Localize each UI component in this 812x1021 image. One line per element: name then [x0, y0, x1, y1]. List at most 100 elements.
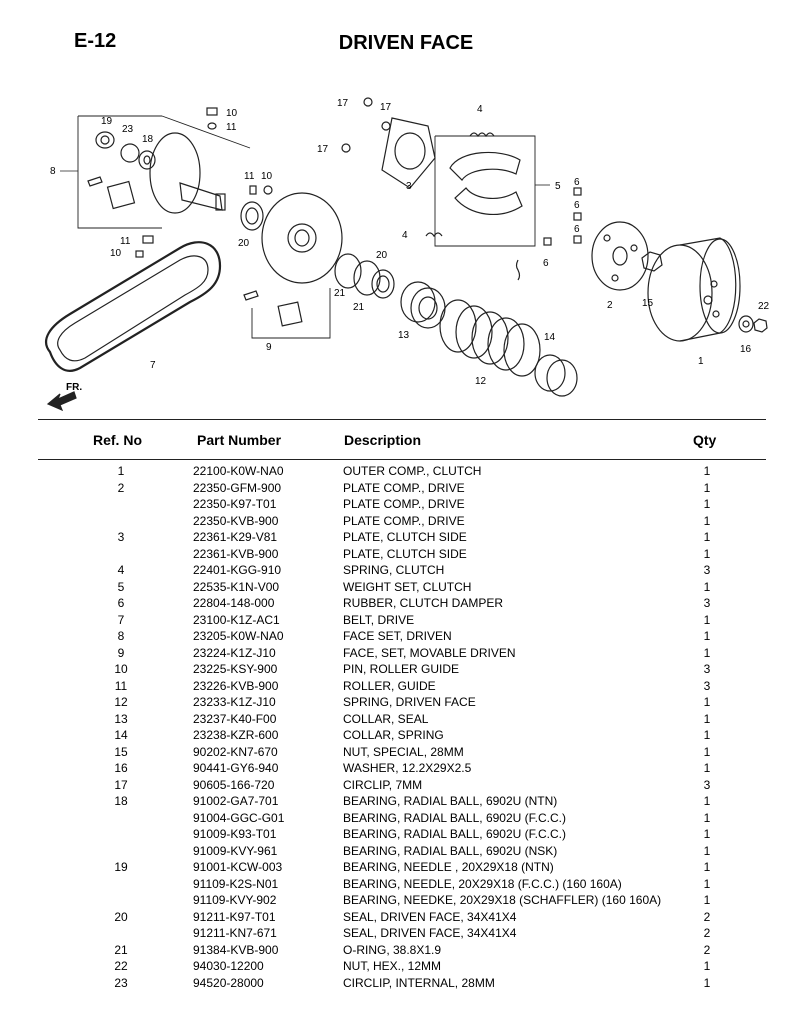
qty-cell: 3 [703, 662, 711, 676]
part-number-cell: 22361-K29-V81 [193, 530, 278, 544]
description-cell: SPRING, CLUTCH [343, 563, 445, 577]
description-cell: NUT, SPECIAL, 28MM [343, 744, 464, 759]
description-cell: CIRCLIP, INTERNAL, 28MM [343, 975, 495, 990]
part-number-cell: 22100-K0W-NA0 [193, 464, 284, 478]
callout-label: 20 [238, 238, 250, 249]
qty-cell: 1 [703, 546, 711, 561]
callout-label: 14 [544, 332, 556, 343]
front-label: FR. [66, 382, 82, 393]
qty-cell: 1 [703, 827, 711, 841]
qty-cell: 3 [703, 596, 711, 610]
table-row: 91004-GGC-G01 BEARING, RADIAL BALL, 6902U… [0, 810, 812, 827]
description-cell: BEARING, RADIAL BALL, 6902U (NTN) [343, 794, 558, 808]
ref-no-cell: 17 [114, 777, 128, 792]
qty-cell: 1 [703, 695, 711, 709]
description-cell: ROLLER, GUIDE [343, 678, 436, 693]
callout-label: 1 [698, 356, 704, 367]
callout-label: 2 [607, 300, 613, 311]
description-cell: BEARING, NEEDLE , 20X29X18 (NTN) [343, 860, 554, 874]
description-cell: BEARING, RADIAL BALL, 6902U (F.C.C.) [343, 810, 566, 825]
ref-no-cell: 20 [114, 909, 128, 924]
qty-cell: 1 [703, 810, 711, 825]
ref-no-cell: 22 [114, 959, 128, 973]
part-number-cell: 91384-KVB-900 [193, 942, 279, 957]
qty-cell: 2 [703, 942, 711, 957]
callout-label: 6 [543, 258, 549, 269]
description-cell: PLATE COMP., DRIVE [343, 497, 465, 511]
qty-cell: 1 [703, 843, 711, 858]
part-number-cell: 22401-KGG-910 [193, 563, 282, 577]
description-cell: PLATE COMP., DRIVE [343, 480, 465, 495]
callout-label: 10 [261, 171, 273, 182]
callout-label: 21 [353, 302, 365, 313]
description-cell: FACE SET, DRIVEN [343, 629, 452, 643]
part-number-cell: 91004-GGC-G01 [193, 810, 285, 825]
callout-label: 11 [244, 171, 255, 182]
description-cell: PIN, ROLLER GUIDE [343, 662, 460, 676]
qty-cell: 1 [703, 579, 711, 594]
description-cell: SEAL, DRIVEN FACE, 34X41X4 [343, 909, 517, 924]
page-code: E-12 [74, 30, 117, 52]
part-number-cell: 22804-148-000 [193, 596, 275, 610]
part-number-cell: 91001-KCW-003 [193, 860, 283, 874]
description-cell: PLATE, CLUTCH SIDE [343, 546, 467, 561]
qty-cell: 3 [703, 563, 711, 577]
qty-cell: 1 [703, 728, 711, 742]
description-cell: BELT, DRIVE [343, 612, 415, 627]
part-number-cell: 23205-K0W-NA0 [193, 629, 284, 643]
part-number-cell: 22350-GFM-900 [193, 480, 282, 495]
ref-no-cell: 10 [114, 662, 128, 676]
table-row: 91009-KVY-961 BEARING, RADIAL BALL, 6902U… [0, 843, 812, 860]
qty-cell: 1 [703, 959, 711, 973]
description-cell: BEARING, RADIAL BALL, 6902U (NSK) [343, 843, 558, 858]
description-cell: COLLAR, SEAL [343, 711, 429, 726]
part-number-cell: 90202-KN7-670 [193, 744, 278, 759]
description-cell: OUTER COMP., CLUTCH [343, 464, 482, 478]
qty-cell: 1 [703, 530, 711, 544]
ref-no-cell: 13 [114, 711, 128, 726]
qty-cell: 1 [703, 513, 711, 528]
qty-cell: 1 [703, 645, 711, 660]
qty-cell: 3 [703, 678, 711, 693]
parts-table-body: 1 22100-K0W-NA0 OUTER COMP., CLUTCH 1 2 22350… [0, 463, 812, 991]
description-cell: SEAL, DRIVEN FACE, 34X41X4 [343, 926, 517, 940]
description-cell: BEARING, RADIAL BALL, 6902U (F.C.C.) [343, 827, 566, 841]
qty-cell: 3 [703, 777, 711, 792]
callout-label: 12 [475, 376, 487, 387]
qty-cell: 2 [703, 926, 711, 940]
callout-label: 4 [402, 230, 408, 241]
description-cell: WEIGHT SET, CLUTCH [343, 579, 472, 594]
qty-cell: 1 [703, 464, 711, 478]
part-number-cell: 23224-K1Z-J10 [193, 645, 276, 660]
ref-no-cell: 14 [114, 728, 128, 742]
callout-label: 13 [398, 330, 410, 341]
callout-label: 6 [574, 224, 580, 235]
header-qty: Qty [693, 432, 717, 448]
part-number-cell: 23100-K1Z-AC1 [193, 612, 280, 627]
part-number-cell: 94030-12200 [193, 959, 264, 973]
ref-no-cell: 6 [117, 596, 125, 610]
description-cell: COLLAR, SPRING [343, 728, 444, 742]
part-number-cell: 91009-KVY-961 [193, 843, 278, 858]
callout-label: 17 [317, 144, 329, 155]
part-number-cell: 91109-KVY-902 [193, 893, 277, 907]
description-cell: BEARING, NEEDKE, 20X29X18 (SCHAFFLER) (1… [343, 893, 662, 907]
callout-label: 23 [122, 124, 134, 135]
qty-cell: 2 [703, 909, 711, 924]
qty-cell: 1 [703, 497, 711, 511]
